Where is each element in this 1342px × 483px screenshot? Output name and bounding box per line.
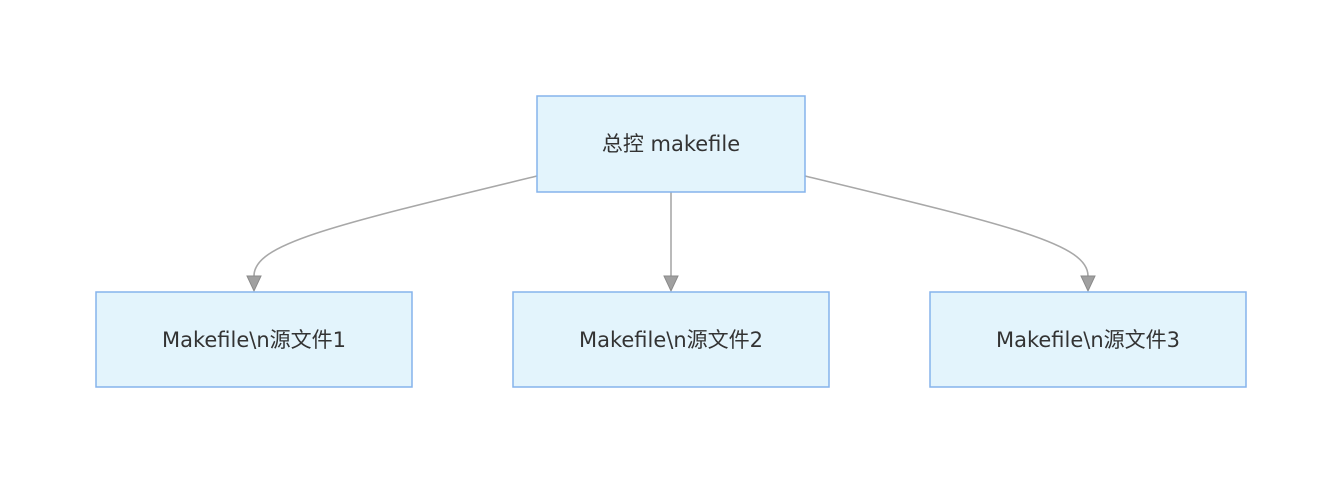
arrowhead-icon <box>1080 275 1096 293</box>
arrowheads <box>246 275 1096 293</box>
node-root-label: 总控 makefile <box>602 132 740 156</box>
node-root-box <box>536 95 806 193</box>
node-child-1[interactable]: Makefile\n源文件1 <box>95 291 413 388</box>
arrowhead-icon <box>246 275 262 293</box>
node-child-1-box <box>95 291 413 388</box>
node-child-2-box <box>512 291 830 388</box>
node-child-3[interactable]: Makefile\n源文件3 <box>929 291 1247 388</box>
edges <box>253 175 1089 277</box>
node-child-2[interactable]: Makefile\n源文件2 <box>512 291 830 388</box>
arrowhead-icon <box>663 275 679 293</box>
node-child-1-label: Makefile\n源文件1 <box>162 328 346 352</box>
node-child-3-label: Makefile\n源文件3 <box>996 328 1180 352</box>
node-child-2-label: Makefile\n源文件2 <box>579 328 763 352</box>
edge-root-to-child-1 <box>253 175 538 277</box>
edge-root-to-child-3 <box>804 175 1089 277</box>
node-root[interactable]: 总控 makefile <box>536 95 806 193</box>
node-child-3-box <box>929 291 1247 388</box>
